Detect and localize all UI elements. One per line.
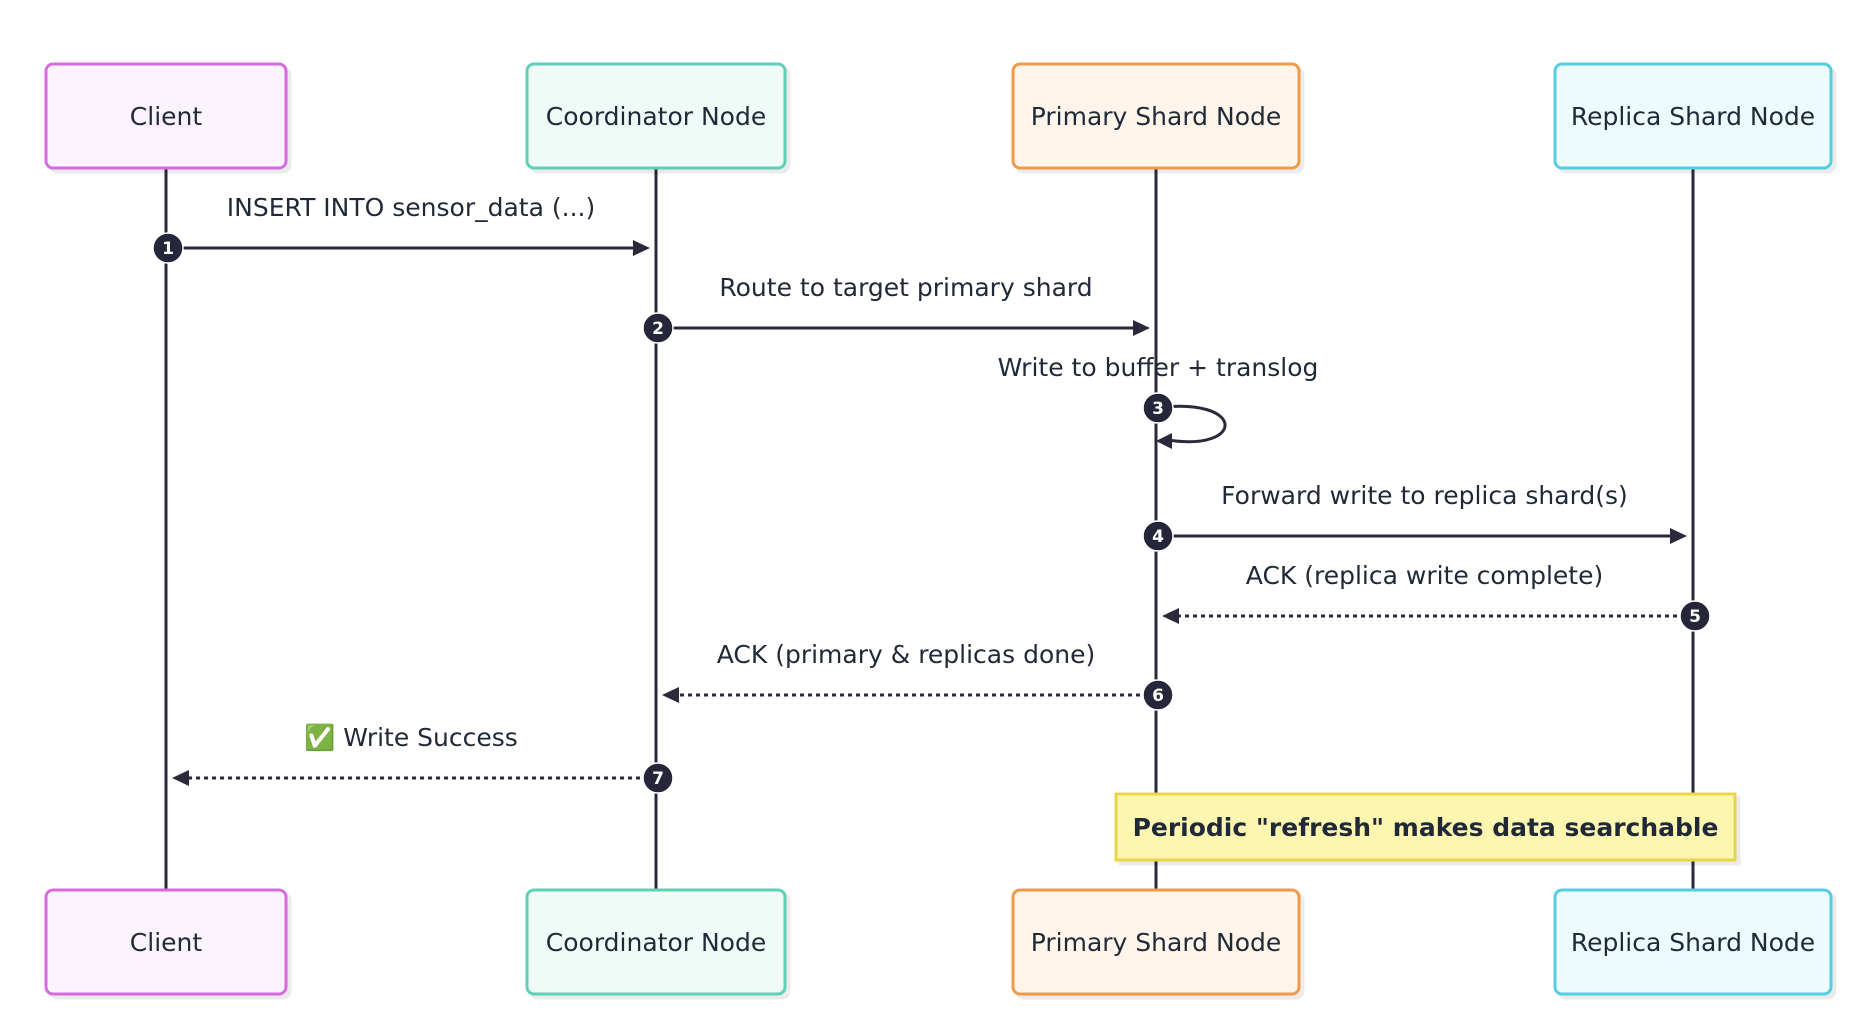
- message-7: ✅ Write Success 7: [172, 723, 674, 794]
- sequence-number-badge: [642, 312, 674, 344]
- actor-client-bottom: Client: [44, 888, 288, 996]
- sequence-number: 1: [162, 239, 174, 259]
- arrowhead: [172, 770, 189, 786]
- actor-label: Replica Shard Node: [1571, 102, 1815, 131]
- arrowhead: [662, 687, 679, 703]
- sequence-number-badge: [1679, 600, 1711, 632]
- actor-primary-top: Primary Shard Node: [1011, 62, 1301, 170]
- actor-label: Primary Shard Node: [1031, 102, 1282, 131]
- arrowhead: [1156, 433, 1172, 449]
- actor-coordinator-bottom: Coordinator Node: [525, 888, 787, 996]
- actor-box: [525, 888, 787, 996]
- sequence-number: 2: [652, 319, 664, 339]
- actor-box: [1011, 62, 1301, 170]
- actor-box: [1011, 888, 1301, 996]
- message-6: ACK (primary & replicas done) 6: [662, 640, 1174, 711]
- message-4: Forward write to replica shard(s) 4: [1142, 481, 1687, 552]
- actor-label: Client: [130, 102, 203, 131]
- message-3: Write to buffer + translog 3: [998, 353, 1319, 449]
- actor-label: Primary Shard Node: [1031, 928, 1282, 957]
- sequence-number-badge: [152, 232, 184, 264]
- actor-replica-top: Replica Shard Node: [1553, 62, 1833, 170]
- message-label: ✅ Write Success: [304, 723, 518, 752]
- actor-box: [525, 62, 787, 170]
- sequence-number: 5: [1689, 607, 1701, 627]
- actor-primary-bottom: Primary Shard Node: [1011, 888, 1301, 996]
- message-label: Route to target primary shard: [719, 273, 1092, 302]
- actor-coordinator-top: Coordinator Node: [525, 62, 787, 170]
- arrowhead: [1133, 320, 1150, 336]
- arrowhead: [1670, 528, 1687, 544]
- message-5: ACK (replica write complete) 5: [1162, 561, 1711, 632]
- note-box: [1114, 792, 1737, 862]
- message-line: [1155, 404, 1227, 444]
- actor-box: [1553, 62, 1833, 170]
- message-label: ACK (replica write complete): [1246, 561, 1603, 590]
- note: Periodic "refresh" makes data searchable: [1114, 792, 1737, 862]
- message-label: ACK (primary & replicas done): [717, 640, 1096, 669]
- sequence-number-badge: [1142, 392, 1174, 424]
- actor-replica-bottom: Replica Shard Node: [1553, 888, 1833, 996]
- note-label: Periodic "refresh" makes data searchable: [1133, 813, 1719, 842]
- actor-box: [1553, 888, 1833, 996]
- actor-client-top: Client: [44, 62, 288, 170]
- actor-box: [44, 62, 288, 170]
- sequence-number-badge: [1142, 679, 1174, 711]
- actor-label: Replica Shard Node: [1571, 928, 1815, 957]
- actor-label: Client: [130, 928, 203, 957]
- message-2: Route to target primary shard 2: [642, 273, 1150, 344]
- actor-label: Coordinator Node: [546, 928, 766, 957]
- sequence-number: 7: [652, 769, 664, 789]
- sequence-number-badge: [1142, 520, 1174, 552]
- sequence-number: 3: [1152, 399, 1164, 419]
- actor-box: [44, 888, 288, 996]
- sequence-number: 4: [1152, 527, 1164, 547]
- arrowhead: [633, 240, 650, 256]
- sequence-number: 6: [1152, 686, 1164, 706]
- message-label: Forward write to replica shard(s): [1221, 481, 1628, 510]
- sequence-number-badge: [642, 762, 674, 794]
- message-1: INSERT INTO sensor_data (...) 1: [152, 193, 650, 264]
- actor-label: Coordinator Node: [546, 102, 766, 131]
- message-label: Write to buffer + translog: [998, 353, 1319, 382]
- arrowhead: [1162, 608, 1179, 624]
- message-label: INSERT INTO sensor_data (...): [227, 193, 595, 222]
